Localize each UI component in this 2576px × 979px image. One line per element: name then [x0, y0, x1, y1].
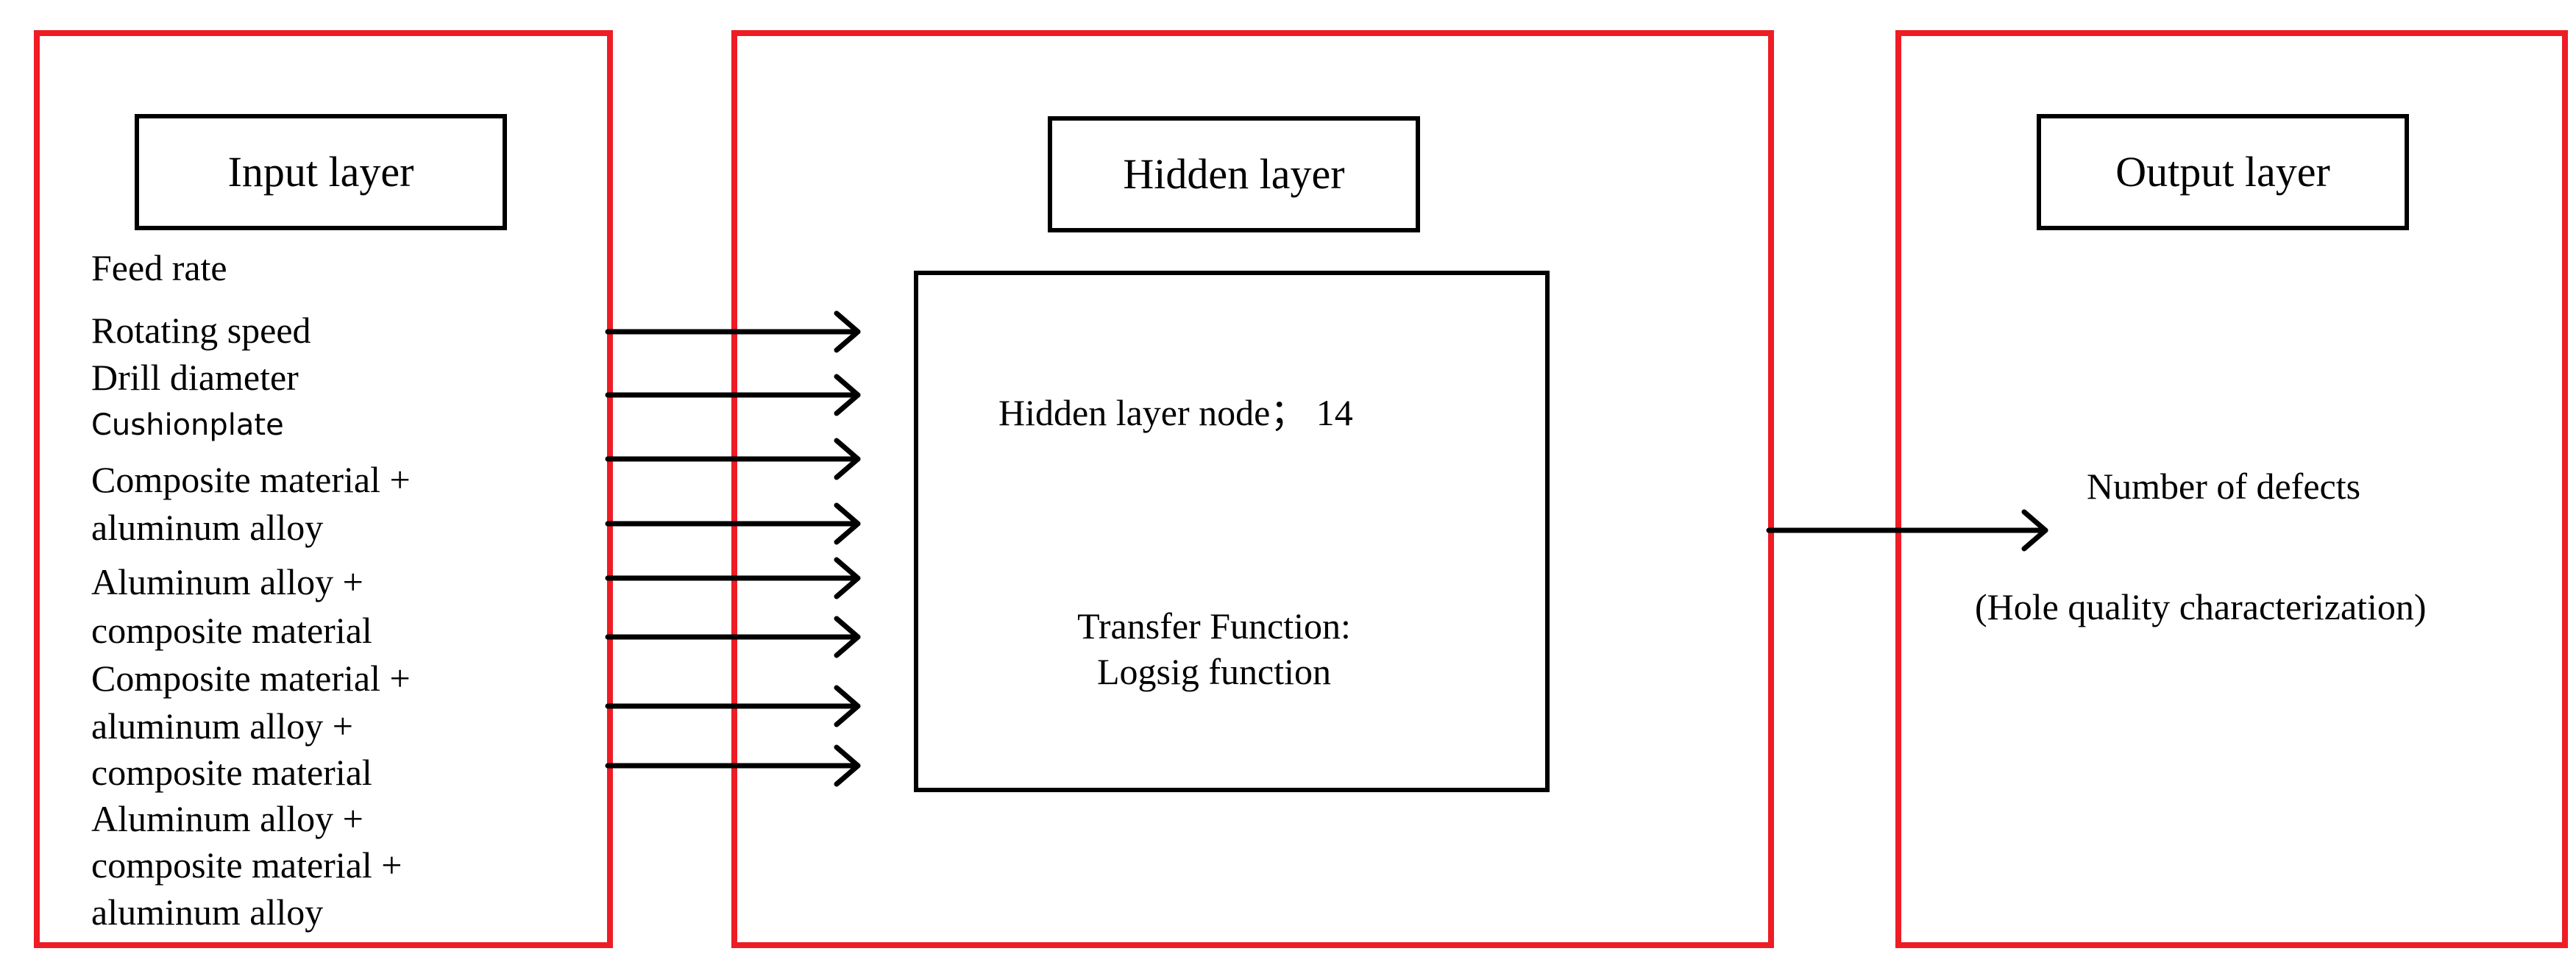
input-stack-3-line-1: Composite material + [91, 658, 411, 699]
input-stack-3-line-3: composite material [91, 752, 372, 793]
input-rotating-speed: Rotating speed [91, 310, 311, 351]
output-hole-quality-note: (Hole quality characterization) [1975, 586, 2427, 627]
hidden-node-box [914, 271, 1550, 792]
input-stack-4-line-1: Aluminum alloy + [91, 798, 363, 839]
input-stack-4-line-3: aluminum alloy [91, 891, 324, 933]
input-stack-2-line-1: Aluminum alloy + [91, 561, 363, 602]
input-stack-3-line-2: aluminum alloy + [91, 705, 353, 747]
output-layer-title-text: Output layer [2115, 148, 2330, 196]
input-cushionplate: Cushionplate [91, 408, 284, 442]
transfer-function-label: Transfer Function: [1077, 605, 1351, 647]
input-feed-rate: Feed rate [91, 247, 227, 288]
input-layer-title: Input layer [135, 114, 507, 230]
input-stack-4-line-2: composite material + [91, 844, 402, 886]
hidden-layer-title-text: Hidden layer [1123, 150, 1345, 198]
hidden-layer-title: Hidden layer [1048, 116, 1420, 232]
hidden-layer-node-count: Hidden layer node； 14 [998, 392, 1353, 433]
input-drill-diameter: Drill diameter [91, 357, 299, 398]
output-layer-title: Output layer [2037, 114, 2409, 230]
input-stack-1-line-1: Composite material + [91, 459, 411, 500]
transfer-function-name: Logsig function [1096, 651, 1332, 692]
input-stack-1-line-2: aluminum alloy [91, 507, 324, 548]
input-stack-2-line-2: composite material [91, 610, 372, 651]
input-layer-title-text: Input layer [227, 148, 414, 196]
output-number-of-defects: Number of defects [2087, 466, 2361, 507]
